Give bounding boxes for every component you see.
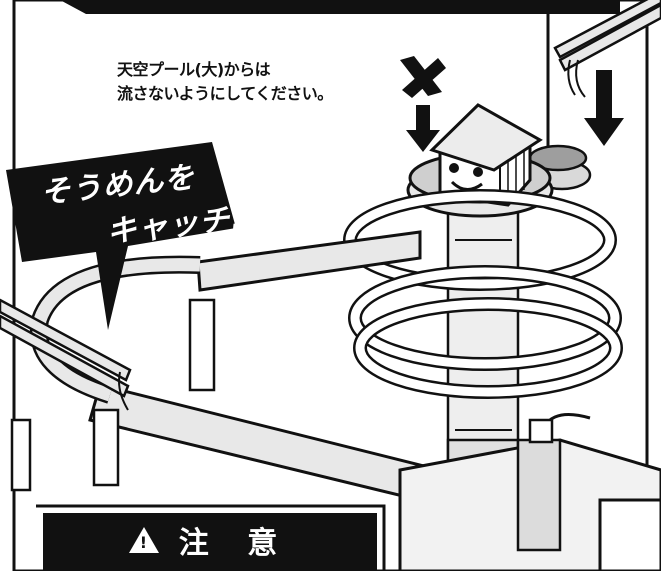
slide-supports: [10, 298, 216, 492]
sky-pool-house: [429, 103, 543, 207]
chopsticks-top-right: [553, 0, 661, 98]
notice-line-2: 流さないようにしてください。: [117, 84, 333, 103]
notice-line-1: 天空プール(大)からは: [117, 60, 271, 79]
notice-text: 天空プール(大)からは 流さないようにしてください。: [117, 58, 417, 106]
long-slide-track: [88, 230, 442, 507]
curved-slide-left: [29, 255, 201, 404]
chopsticks-left: [0, 298, 132, 411]
caution-banner: 注 意: [40, 512, 380, 568]
down-arrow-right: [584, 70, 624, 146]
spiral-slide-rings: [343, 189, 623, 399]
small-sky-pool: [528, 144, 592, 191]
page-frame: [12, 0, 649, 571]
catch-speech-bubble: [6, 142, 236, 330]
top-banner: [60, 0, 620, 14]
warning-triangle-icon: [128, 527, 159, 553]
caution-banner-shape: [36, 504, 386, 571]
caution-label: 注 意: [178, 526, 292, 561]
pump-unit: [516, 413, 591, 552]
down-arrow-left: [406, 105, 440, 152]
prohibited-x-mark: [400, 56, 446, 98]
